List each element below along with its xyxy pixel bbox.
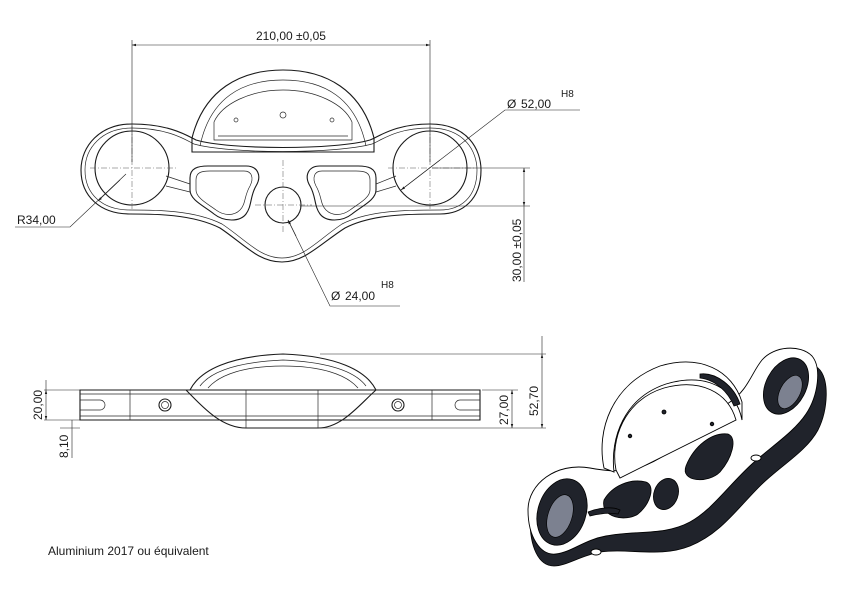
top-view-outline — [80, 123, 482, 263]
dim-bore-large-text: 52,00 — [521, 97, 551, 111]
top-view: 210,00 ±0,05 Ø 52,00 H8 R34,00 Ø 24,00 H… — [15, 29, 580, 307]
front-view-bar-lines — [80, 390, 480, 420]
front-view-bolt-left — [158, 398, 172, 412]
dim-offset-text: 30,00 ±0,05 — [510, 218, 524, 282]
right-pocket-inner — [313, 170, 371, 215]
front-view-bar — [79, 389, 481, 421]
left-clamp-slot — [165, 175, 191, 193]
centerline-left — [90, 126, 176, 210]
iso-dome-face — [614, 384, 737, 479]
dim-height-total-text: 52,70 — [527, 386, 541, 416]
left-pocket — [189, 165, 260, 221]
dim-radius-arrow — [97, 179, 121, 202]
front-view-slot-left — [80, 399, 106, 411]
front-view-dome-inner — [199, 359, 367, 387]
right-pocket — [306, 165, 377, 221]
dim-bore-small-text: 24,00 — [345, 289, 375, 303]
front-view-slot-right — [454, 399, 480, 411]
front-view-dome — [189, 353, 377, 391]
left-pocket-inner — [195, 170, 253, 215]
dim-offset-extensions — [300, 167, 530, 207]
front-view-hub — [185, 389, 377, 429]
front-view-bolt-left-in — [161, 401, 169, 409]
gauge-mount-hole-right — [329, 117, 335, 123]
iso-clamp-slot — [587, 507, 621, 517]
iso-right-bore-inner — [777, 375, 803, 409]
iso-dome-hole-2 — [627, 433, 633, 439]
iso-right-pocket — [684, 433, 734, 480]
iso-dome-rim — [699, 373, 741, 407]
iso-dome-hole-3 — [709, 421, 715, 427]
dim-thickness-text: 20,00 — [31, 390, 45, 420]
front-view-dome-inner2 — [207, 365, 359, 389]
dim-bore-large-leader — [400, 109, 580, 191]
right-clamp-slot — [375, 175, 397, 193]
front-view: 20,00 8,10 27,00 52,70 — [31, 336, 546, 458]
dim-bore-small-symbol: Ø — [331, 289, 340, 303]
front-view-bolt-right-in — [394, 401, 402, 409]
dim-bore-large-fit: H8 — [561, 89, 574, 100]
top-view-outline-inner — [84, 127, 478, 259]
front-view-bolt-right — [391, 398, 405, 412]
iso-bolt-right — [750, 454, 762, 462]
gauge-mount-recess — [213, 89, 353, 141]
centerline-center — [255, 160, 312, 232]
dim-width-extensions — [131, 40, 431, 162]
iso-center-bore — [653, 478, 679, 510]
dim-step-text: 8,10 — [57, 434, 71, 458]
iso-dome-hole-1 — [661, 409, 667, 415]
iso-bolt-left — [590, 548, 602, 556]
dim-width-text: 210,00 ±0,05 — [256, 29, 326, 43]
gauge-mount-hole-left — [233, 117, 239, 123]
dim-thickness-extensions — [44, 389, 80, 429]
gauge-mount-hole-center — [279, 111, 287, 119]
material-note: Aluminium 2017 ou équivalent — [48, 544, 209, 558]
dim-height-mid-text: 27,00 — [497, 395, 511, 425]
dim-bore-small-leader — [287, 219, 400, 307]
isometric-view — [527, 347, 827, 567]
dim-bore-large-symbol: Ø — [507, 97, 516, 111]
dim-bore-small-fit: H8 — [381, 280, 394, 291]
front-view-hub-block — [245, 390, 319, 428]
iso-left-bore-inner — [546, 494, 574, 538]
dim-bore-large-arrow — [400, 159, 441, 191]
gauge-mount-dome — [191, 69, 375, 153]
gauge-mount-dome-inner — [199, 79, 367, 147]
dim-bore-small-arrow — [287, 219, 297, 237]
iso-dome — [601, 361, 743, 473]
dim-radius-text: R34,00 — [17, 213, 56, 227]
dim-radius-leader — [15, 173, 127, 228]
